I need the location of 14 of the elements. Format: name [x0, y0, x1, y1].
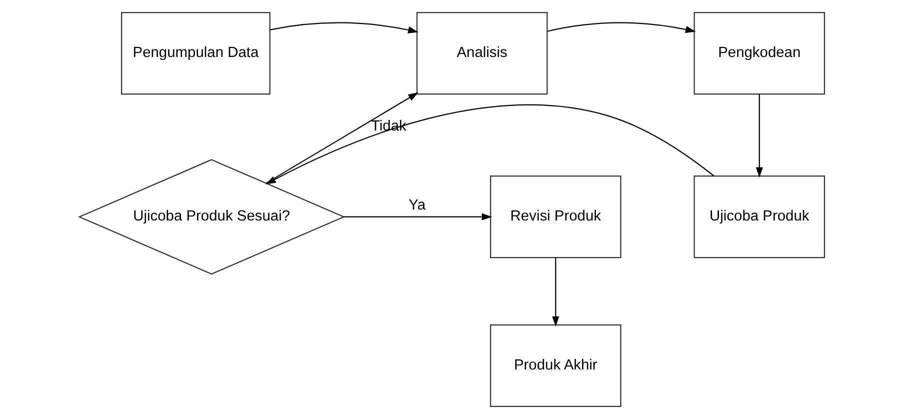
node-box: Revisi Produk	[490, 176, 621, 258]
node-box: Pengumpulan Data	[120, 12, 270, 95]
edge-label: Ya	[408, 197, 426, 214]
arrow	[755, 94, 762, 178]
node-box: Analisis	[416, 12, 548, 95]
arrow	[343, 213, 492, 220]
node-box: Produk Akhir	[490, 324, 621, 407]
node-box: Pengkodean	[693, 12, 825, 95]
arrow	[270, 22, 418, 34]
arrow	[547, 22, 696, 33]
arrow	[552, 258, 559, 327]
node-box: Ujicoba Produk	[693, 176, 825, 258]
node-diamond: Ujicoba Produk Sesuai?	[77, 159, 345, 275]
edge-label: Tidak	[370, 118, 406, 135]
